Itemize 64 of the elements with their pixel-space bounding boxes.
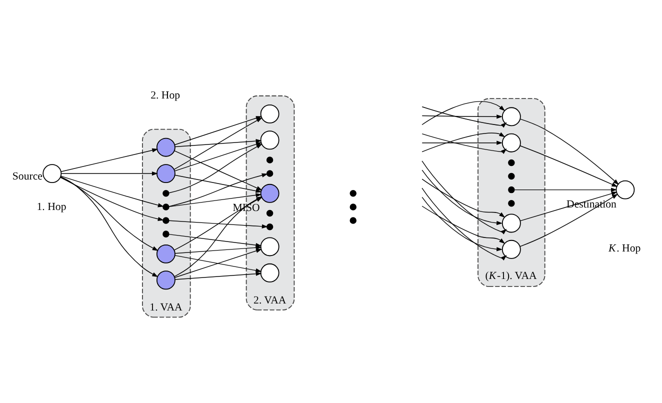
arrow	[422, 169, 503, 225]
node-circle	[260, 262, 280, 282]
arrow	[60, 148, 158, 172]
node-circle	[156, 270, 176, 290]
arrow	[168, 172, 268, 206]
arrow	[168, 220, 268, 228]
node-circle	[260, 130, 280, 150]
node-dot	[350, 203, 356, 210]
arrow	[61, 170, 158, 176]
node-dot	[162, 230, 170, 237]
node-circle	[502, 239, 521, 258]
node-dot	[508, 172, 515, 180]
node-circle	[260, 104, 280, 123]
label: 2. Hop	[150, 89, 180, 102]
arrow	[174, 150, 262, 190]
arrow	[174, 271, 262, 280]
node-circle	[260, 183, 280, 202]
arrow	[520, 193, 618, 246]
arrow	[60, 176, 164, 220]
arrow	[422, 160, 507, 234]
arrow	[168, 233, 262, 247]
node-dot	[266, 209, 274, 216]
node-dot	[162, 190, 170, 196]
node-dot	[508, 158, 515, 166]
arrow	[174, 248, 262, 278]
arrow	[60, 175, 164, 207]
node-circle	[502, 106, 521, 126]
arrow	[422, 114, 503, 118]
label: 1. Hop	[36, 200, 66, 212]
node-circle	[502, 213, 521, 232]
node-circle	[616, 180, 635, 199]
arrow	[174, 174, 262, 192]
arrow	[422, 178, 506, 218]
arrow	[174, 254, 262, 272]
node-dot	[266, 170, 274, 176]
arrow	[520, 118, 619, 184]
node-dot	[266, 156, 274, 163]
arrow	[422, 196, 503, 251]
node-circle	[156, 244, 176, 263]
node-label: Source	[12, 170, 42, 182]
node-dot	[266, 222, 274, 230]
arrow	[422, 187, 507, 260]
node-dot	[350, 190, 356, 196]
node-circle	[260, 236, 280, 256]
arrow	[422, 140, 503, 144]
node-circle	[42, 164, 62, 183]
node-circle	[502, 132, 521, 152]
arrow	[422, 100, 506, 125]
node-dot	[350, 216, 356, 224]
arrow	[60, 176, 158, 250]
label: K. Hop	[608, 242, 641, 254]
node-dot	[508, 186, 515, 193]
arrow	[514, 187, 618, 192]
node-circle	[156, 164, 176, 183]
cluster: (K-1). VAA	[478, 98, 546, 286]
arrow	[60, 176, 158, 277]
node-circle	[156, 137, 176, 156]
node-dot	[508, 199, 515, 206]
node-dot	[162, 216, 170, 224]
arrow	[422, 205, 506, 244]
cluster: 1. VAA	[142, 128, 191, 318]
node-dot	[162, 203, 170, 210]
arrow	[422, 106, 507, 128]
arrow	[520, 144, 618, 186]
